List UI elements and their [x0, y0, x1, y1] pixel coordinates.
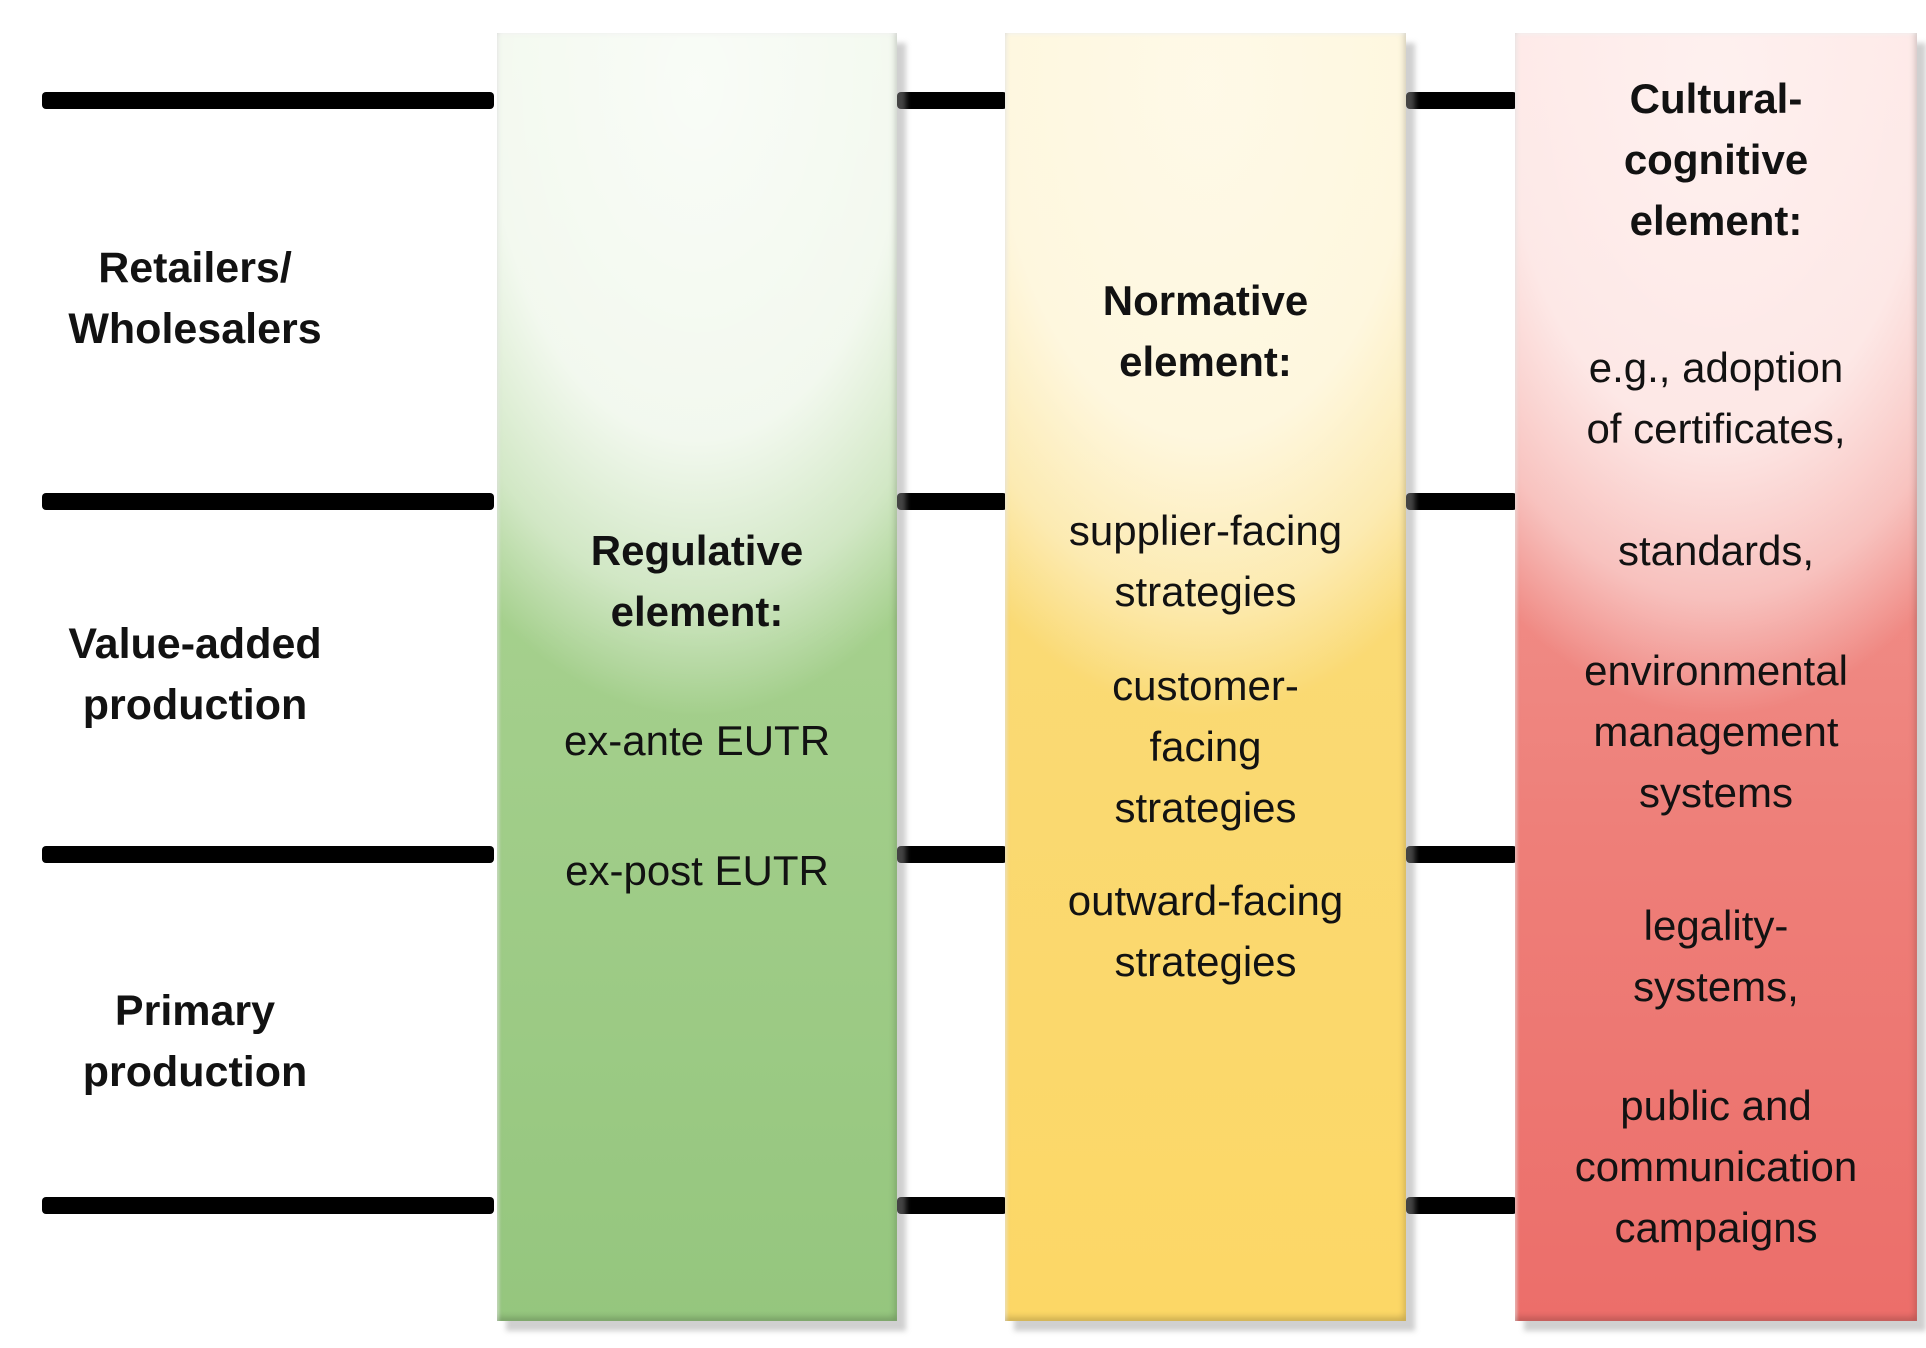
stage-line-3-mid — [897, 846, 1007, 863]
stage-line-1-left — [42, 92, 494, 109]
stage-line-4-mid — [897, 1197, 1007, 1214]
pillar-normative-element: Normative element: supplier-facing strat… — [1005, 33, 1406, 1321]
stage-label-value-added-production: Value-added production — [68, 620, 322, 729]
pillar-normative-item-outward-facing: outward-facing strategies — [1067, 877, 1344, 985]
pillar-regulative-header: Regulative element: — [590, 527, 804, 635]
pillar-regulative-item-ex-post: ex-post EUTR — [565, 847, 829, 894]
stage-line-4-right — [1406, 1197, 1517, 1214]
pillar-cultural-header: Cultural- cognitive element: — [1623, 75, 1809, 244]
pillar-cultural-item-environmental-management: environmental management systems — [1584, 647, 1848, 816]
stage-line-2-right — [1406, 493, 1517, 510]
stage-label-primary-production: Primary production — [82, 987, 308, 1096]
stage-line-3-right — [1406, 846, 1517, 863]
stage-line-2-left — [42, 493, 494, 510]
pillar-cultural-item-legality-systems: legality- systems, — [1633, 902, 1799, 1010]
pillar-normative-item-supplier-facing: supplier-facing strategies — [1068, 507, 1343, 615]
stage-line-2-mid — [897, 493, 1007, 510]
pillar-cultural-cognitive-element: Cultural- cognitive element: e.g., adopt… — [1515, 33, 1917, 1321]
pillar-cultural-item-public-communication: public and communication campaigns — [1574, 1082, 1858, 1251]
stage-line-1-right — [1406, 92, 1517, 109]
stage-line-3-left — [42, 846, 494, 863]
stage-line-1-mid — [897, 92, 1007, 109]
pillar-normative-header: Normative element: — [1102, 277, 1309, 385]
stage-line-4-left — [42, 1197, 494, 1214]
pillar-regulative-element: Regulative element: ex-ante EUTR ex-post… — [497, 33, 897, 1321]
pillar-cultural-item-standards: standards, — [1617, 527, 1815, 574]
stage-label-retailers-wholesalers: Retailers/ Wholesalers — [68, 244, 322, 353]
pillar-regulative-item-ex-ante: ex-ante EUTR — [563, 717, 831, 764]
pillar-normative-item-customer-facing: customer- facing strategies — [1112, 662, 1299, 831]
pillar-cultural-item-certificates: e.g., adoption of certificates, — [1586, 344, 1846, 452]
